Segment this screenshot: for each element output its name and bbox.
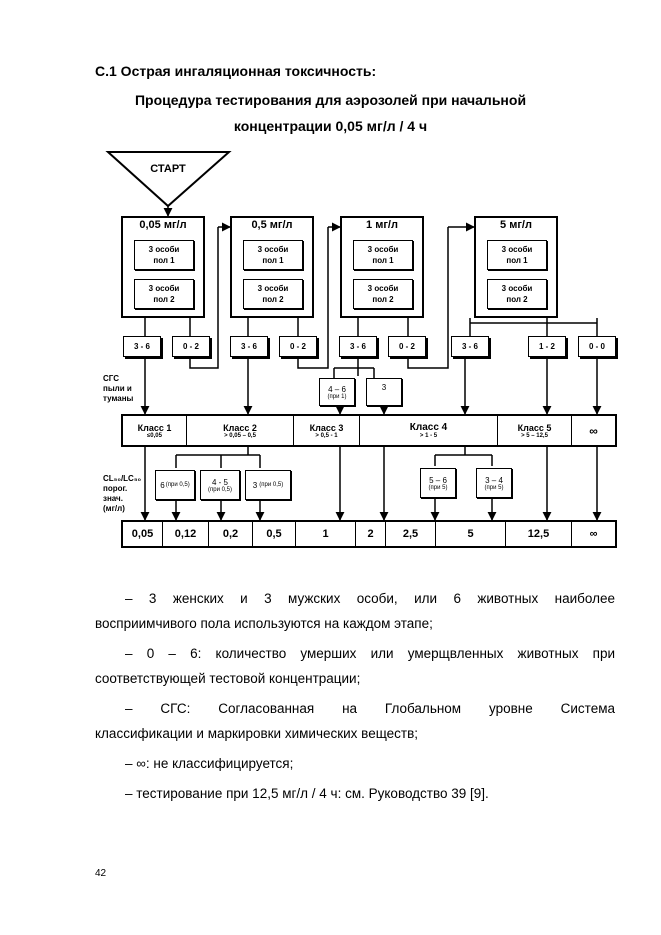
step-concentration: 5 мг/л — [500, 219, 532, 231]
note-4: – ∞: не классифицируется; — [125, 756, 294, 771]
group-sex2: 3 особи пол 2 — [353, 279, 413, 309]
start-label: СТАРТ — [150, 163, 186, 175]
cutoff-cell: 2,5 — [386, 522, 436, 546]
sex-label: пол 2 — [506, 295, 528, 304]
cutoff-cell: 0,12 — [163, 522, 209, 546]
cutoff-cell: 0,5 — [253, 522, 296, 546]
sex-label: пол 2 — [372, 295, 394, 304]
note-2-line1: – 0 – 6: количество умерших или умерщвле… — [125, 646, 615, 661]
sex-label: пол 1 — [262, 256, 284, 265]
note-2-line2: соответствующей тестовой концентрации; — [95, 671, 361, 686]
class-cell: Класс 5> 5 – 12,5 — [498, 416, 572, 445]
outcome-box: 3 - 6 — [123, 336, 161, 357]
group-sex2: 3 особи пол 2 — [487, 279, 547, 309]
note-3-4-at-5: 3 – 4(при 5) — [476, 468, 512, 498]
group-sex2: 3 особи пол 2 — [243, 279, 303, 309]
outcome-box: 0 - 2 — [172, 336, 210, 357]
note-1-line1: – 3 женских и 3 мужских особи, или 6 жив… — [125, 591, 615, 606]
step-concentration: 0,05 мг/л — [139, 219, 187, 231]
step-box-3: 1 мг/л 3 особи пол 1 3 особи пол 2 — [340, 216, 424, 318]
outcome-box: 3 - 6 — [230, 336, 268, 357]
note-6-at-0-5: 6(при 0,5) — [155, 470, 195, 500]
note-3-at-0-5: 3(при 0,5) — [245, 470, 291, 500]
outcome-box: 0 - 2 — [388, 336, 426, 357]
cutoff-cell: ∞ — [589, 528, 598, 540]
sex-label: пол 1 — [372, 256, 394, 265]
animals-count: 3 особи — [501, 245, 533, 254]
sex-label: пол 1 — [506, 256, 528, 265]
animals-count: 3 особи — [367, 284, 399, 293]
group-sex1: 3 особи пол 1 — [134, 240, 194, 270]
class-cell: ∞ — [589, 423, 598, 438]
animals-count: 3 особи — [257, 284, 289, 293]
cutoff-cell: 0,05 — [123, 522, 163, 546]
class-cell: Класс 2> 0,05 – 0,5 — [187, 416, 294, 445]
note-5-6-at-5: 5 – 6(при 5) — [420, 468, 456, 498]
cutoff-value-row: 0,05 0,12 0,2 0,5 1 2 2,5 5 12,5 ∞ — [121, 520, 617, 548]
sex-label: пол 1 — [153, 256, 175, 265]
outcome-box: 3 - 6 — [451, 336, 489, 357]
outcome-box: 0 - 2 — [279, 336, 317, 357]
outcome-box: 1 - 2 — [528, 336, 566, 357]
group-sex1: 3 особи пол 1 — [487, 240, 547, 270]
step-box-1: 0,05 мг/л 3 особи пол 1 3 особи пол 2 — [121, 216, 205, 318]
animals-count: 3 особи — [501, 284, 533, 293]
step-box-2: 0,5 мг/л 3 особи пол 1 3 особи пол 2 — [230, 216, 314, 318]
sex-label: пол 2 — [153, 295, 175, 304]
group-sex2: 3 особи пол 2 — [134, 279, 194, 309]
lc50-label: CL₅₀/LC₅₀ порог. знач. (мг/л) — [103, 474, 142, 513]
outcome-box: 3 - 6 — [339, 336, 377, 357]
group-sex1: 3 особи пол 1 — [243, 240, 303, 270]
chart-subtitle-line1: Процедура тестирования для аэрозолей при… — [134, 92, 527, 108]
step-box-4: 5 мг/л 3 особи пол 1 3 особи пол 2 — [474, 216, 558, 318]
animals-count: 3 особи — [148, 245, 180, 254]
note-4-5-at-0-5: 4 - 5(при 0,5) — [200, 470, 240, 500]
cutoff-cell: 12,5 — [506, 522, 572, 546]
class-cell: Класс 1≤0,05 — [123, 416, 187, 445]
note-5: – тестирование при 12,5 мг/л / 4 ч: см. … — [125, 786, 489, 801]
cutoff-cell: 1 — [296, 522, 356, 546]
page-number: 42 — [95, 868, 107, 879]
sex-label: пол 2 — [262, 295, 284, 304]
cutoff-cell: 5 — [436, 522, 506, 546]
group-sex1: 3 особи пол 1 — [353, 240, 413, 270]
section-heading: С.1 Острая ингаляционная токсичность: — [95, 63, 377, 79]
cutoff-cell: 2 — [356, 522, 386, 546]
start-triangle — [105, 151, 232, 208]
class-cell: Класс 4> 1 - 5 — [360, 416, 498, 445]
note-4-6-at-1: 4 – 6(при 1) — [319, 378, 355, 406]
step-concentration: 1 мг/л — [366, 219, 398, 231]
chart-subtitle-line2: концентрации 0,05 мг/л / 4 ч — [233, 118, 428, 134]
class-cell: Класс 3> 0,5 - 1 — [294, 416, 360, 445]
ghs-label: СГС пыли и туманы — [103, 374, 134, 403]
animals-count: 3 особи — [148, 284, 180, 293]
animals-count: 3 особи — [257, 245, 289, 254]
note-3-line2: классификации и маркировки химических ве… — [95, 726, 419, 741]
cutoff-cell: 0,2 — [209, 522, 253, 546]
ghs-class-row: Класс 1≤0,05 Класс 2> 0,05 – 0,5 Класс 3… — [121, 414, 617, 447]
note-3-line1: – СГС: Согласованная на Глобальном уровн… — [125, 701, 615, 716]
animals-count: 3 особи — [367, 245, 399, 254]
note-1-line2: восприимчивого пола используются на кажд… — [95, 616, 433, 631]
note-3: 3 — [366, 378, 402, 406]
outcome-box: 0 - 0 — [578, 336, 616, 357]
step-concentration: 0,5 мг/л — [251, 219, 293, 231]
